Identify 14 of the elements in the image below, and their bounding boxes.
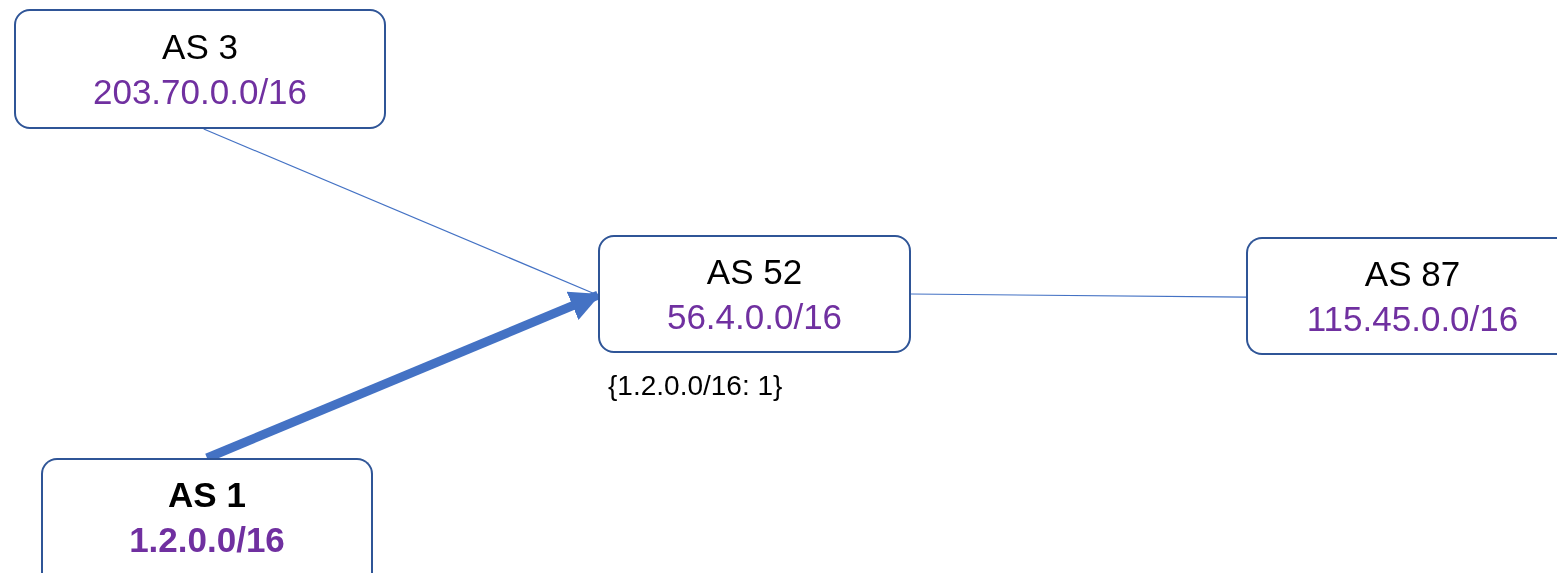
ip-prefix: 203.70.0.0/16 — [92, 71, 308, 113]
ip-prefix: 56.4.0.0/16 — [666, 296, 843, 338]
connector-line — [910, 293, 1247, 298]
as-box — [14, 9, 386, 129]
ip-prefix: 115.45.0.0/16 — [1306, 298, 1519, 340]
as-box — [1246, 237, 1557, 355]
as-box — [41, 458, 373, 573]
as-name: AS 1 — [168, 473, 246, 516]
ip-prefix: 1.2.0.0/16 — [129, 518, 285, 561]
as-name: AS 52 — [706, 251, 803, 293]
route-table-label: {1.2.0.0/16: 1} — [608, 370, 783, 402]
as-name: AS 87 — [1364, 253, 1461, 295]
as-name: AS 3 — [162, 26, 238, 68]
as-box — [598, 235, 911, 353]
